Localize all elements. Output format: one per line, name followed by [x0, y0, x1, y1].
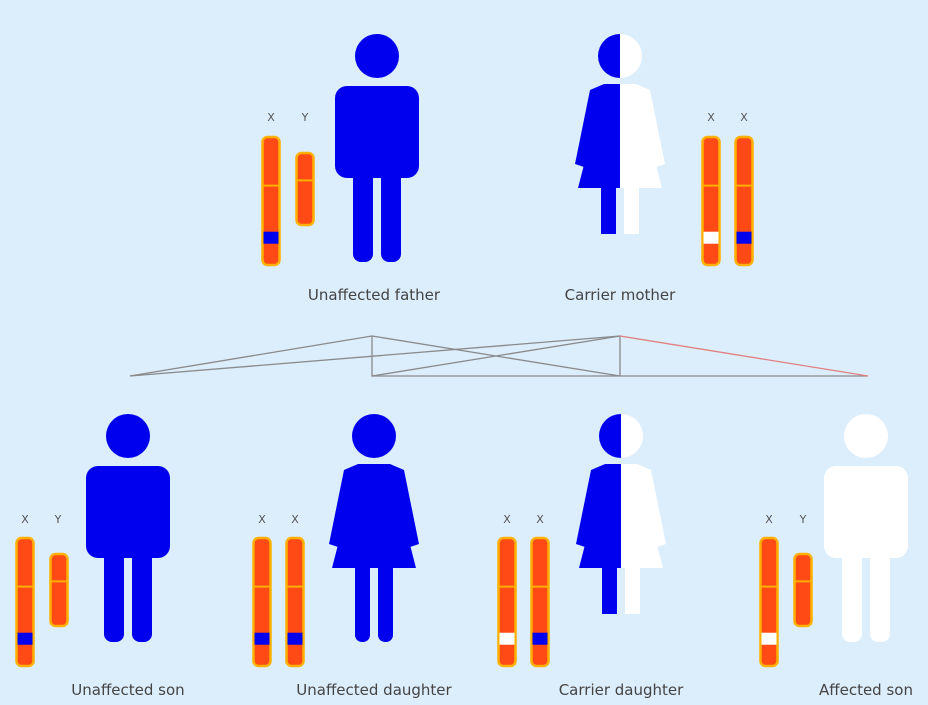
- chromosome-label-x2: X: [536, 513, 544, 526]
- child-chromosomes: [499, 538, 549, 666]
- child-unaffected-son: X Y Unaffected son: [17, 414, 185, 699]
- child-caption: Unaffected son: [71, 681, 184, 699]
- allele-band-normal: [18, 633, 33, 645]
- chromosome-label-x: X: [765, 513, 773, 526]
- mother-group: X X Carrier mother: [565, 34, 753, 304]
- father-group: X Y Unaffected father: [263, 34, 441, 304]
- child-figure: [576, 414, 666, 642]
- mother-chromosomes: [703, 137, 753, 265]
- female-half-icon: [575, 34, 665, 262]
- inheritance-lines: [130, 336, 868, 376]
- allele-band-normal: [288, 633, 303, 645]
- allele-band-mutant: [500, 633, 515, 645]
- allele-band-normal: [255, 633, 270, 645]
- mother-mutant-x-line: [620, 336, 868, 376]
- child-caption: Carrier daughter: [559, 681, 684, 699]
- chromosome-label-x2: X: [291, 513, 299, 526]
- child-caption: Unaffected daughter: [296, 681, 452, 699]
- chromosome: [51, 554, 68, 626]
- child-chromosomes: [761, 538, 812, 666]
- male-icon: [335, 34, 419, 262]
- child-figure: [824, 414, 908, 642]
- child-carrier-daughter: X X Carrier daughter: [499, 414, 685, 699]
- chromosome: [761, 538, 778, 666]
- chromosome: [17, 538, 34, 666]
- father-label-y: Y: [301, 111, 309, 124]
- chromosome: [703, 137, 720, 265]
- chromosome: [254, 538, 271, 666]
- chromosome: [736, 137, 753, 265]
- chromosome-label-x1: X: [258, 513, 266, 526]
- chromosome-label-x1: X: [503, 513, 511, 526]
- child-affected-son: X Y Affected son: [761, 414, 913, 699]
- child-figure: [86, 414, 170, 642]
- allele-band-normal: [737, 232, 752, 244]
- allele-band-normal: [533, 633, 548, 645]
- father-caption: Unaffected father: [308, 286, 441, 304]
- chromosome: [287, 538, 304, 666]
- child-figure: [329, 414, 419, 642]
- mother-normal-x-line: [130, 336, 620, 376]
- mother-figure: [575, 34, 665, 262]
- chromosome: [263, 137, 280, 265]
- chromosome-label-x: X: [21, 513, 29, 526]
- chromosome: [499, 538, 516, 666]
- child-unaffected-daughter: X X Unaffected daughter: [254, 414, 453, 699]
- father-label-x: X: [267, 111, 275, 124]
- child-chromosomes: [254, 538, 304, 666]
- child-chromosomes: [17, 538, 68, 666]
- male-icon: [824, 414, 908, 642]
- mother-label-x1: X: [707, 111, 715, 124]
- child-caption: Affected son: [819, 681, 913, 699]
- chromosome: [532, 538, 549, 666]
- chromosome: [297, 153, 314, 225]
- chromosome-label-y: Y: [54, 513, 62, 526]
- female-half-icon: [576, 414, 666, 642]
- chromosome: [795, 554, 812, 626]
- allele-band-mutant: [762, 633, 777, 645]
- female-icon: [329, 414, 419, 642]
- allele-band-normal: [264, 232, 279, 244]
- father-chromosomes: [263, 137, 314, 265]
- male-icon: [86, 414, 170, 642]
- allele-band-mutant: [704, 232, 719, 244]
- mother-label-x2: X: [740, 111, 748, 124]
- mother-caption: Carrier mother: [565, 286, 676, 304]
- chromosome-label-y: Y: [799, 513, 807, 526]
- father-figure: [335, 34, 419, 262]
